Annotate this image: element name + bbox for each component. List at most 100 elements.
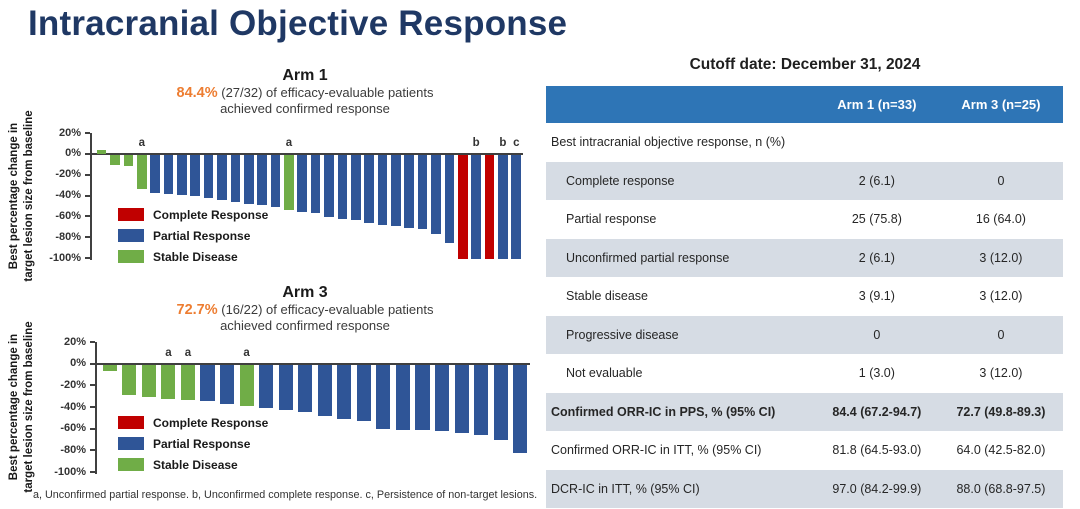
table-cell-arm3: 88.0 (68.8-97.5) (956, 481, 1046, 496)
table-cell-label: Complete response (566, 173, 675, 188)
y-axis-tickmark (90, 362, 95, 365)
y-axis-tick-label: -100% (54, 465, 86, 478)
table-header-arm3: Arm 3 (n=25) (961, 97, 1041, 112)
waterfall-bar-sd (141, 364, 156, 398)
waterfall-bar-pr (337, 154, 348, 220)
table-cell-arm1: 2 (6.1) (858, 250, 895, 265)
response-rate-highlight: 84.4% (176, 85, 218, 101)
chart-subtitle-line1: 72.7% (16/22) of efficacy-evaluable pati… (70, 302, 540, 318)
y-axis-tickmark (85, 236, 90, 239)
bar-note-label: c (513, 136, 520, 149)
legend-item: Stable Disease (118, 246, 268, 267)
legend-label: Stable Disease (153, 457, 238, 472)
y-axis-tick-label: -60% (55, 209, 81, 222)
page-title: Intracranial Objective Response (28, 4, 568, 43)
legend-item: Partial Response (118, 433, 268, 454)
waterfall-bar-cr (484, 154, 495, 259)
waterfall-bar-pr (270, 154, 281, 207)
waterfall-bar-sd (110, 154, 120, 166)
table-cell-arm1: 0 (873, 327, 881, 342)
waterfall-bar-pr (150, 154, 160, 194)
y-axis-tickmark (90, 341, 95, 343)
table-cell-arm1: 84.4 (67.2-94.7) (832, 404, 922, 419)
table-cell-arm1: 3 (9.1) (858, 289, 895, 304)
y-axis-tickmark (85, 215, 90, 218)
bar-note-label: b (472, 136, 480, 149)
table-row: Confirmed ORR-IC in ITT, % (95% CI)81.8 … (546, 431, 1063, 470)
legend-item: Stable Disease (118, 454, 268, 475)
table-row: Confirmed ORR-IC in PPS, % (95% CI) 84.4 … (546, 392, 1063, 431)
waterfall-bar-pr (404, 154, 415, 228)
legend-swatch-sd (118, 458, 144, 471)
table-row: DCR-IC in ITT, % (95% CI)97.0 (84.2-99.9… (546, 469, 1063, 508)
y-axis-line (95, 342, 97, 474)
waterfall-bar-pr (278, 364, 293, 411)
table-cell-label: Confirmed ORR-IC in PPS, % (95% CI) (551, 404, 776, 419)
y-axis-tickmark (85, 257, 90, 259)
waterfall-bar-cr (457, 154, 468, 259)
bar-note-label: a (165, 346, 172, 359)
table-header-row: Arm 1 (n=33)Arm 3 (n=25) (546, 86, 1063, 123)
waterfall-bar-pr (200, 364, 215, 402)
table-cell-arm3: 72.7 (49.8-89.3) (956, 404, 1046, 419)
waterfall-bar-sd (180, 364, 195, 401)
y-axis-tickmark (90, 427, 95, 430)
legend-label: Partial Response (153, 436, 251, 451)
y-axis-tick-label: -80% (60, 443, 86, 456)
legend-label: Complete Response (153, 207, 269, 222)
waterfall-bar-pr (454, 364, 469, 433)
waterfall-bar-pr (356, 364, 371, 421)
chart-subtitle-rest: (16/22) of efficacy-evaluable patients (217, 302, 434, 317)
table-cell-label: DCR-IC in ITT, % (95% CI) (551, 481, 700, 496)
legend-swatch-pr (118, 229, 144, 242)
legend-item: Complete Response (118, 412, 268, 433)
waterfall-bar-pr (493, 364, 508, 441)
waterfall-bar-pr (163, 154, 174, 195)
y-axis-tick-label: 20% (63, 335, 86, 348)
waterfall-bar-sd (136, 154, 147, 190)
waterfall-bar-pr (259, 364, 274, 408)
waterfall-bar-pr (417, 154, 428, 229)
zero-baseline (90, 152, 523, 155)
waterfall-bar-pr (395, 364, 410, 430)
table-cell-label: Best intracranial objective response, n … (551, 135, 786, 150)
bar-note-label: a (184, 346, 192, 359)
table-cell-arm1 (815, 123, 939, 162)
waterfall-bar-pr (376, 364, 391, 429)
table-cell-arm3 (939, 123, 1063, 162)
table-cell-label: Stable disease (566, 289, 649, 304)
table-cell-arm1: 1 (3.0) (858, 366, 895, 381)
waterfall-bar-pr (350, 154, 361, 221)
legend-item: Complete Response (118, 204, 268, 225)
waterfall-bar-pr (220, 364, 235, 404)
table-header-empty (546, 86, 815, 123)
legend-swatch-cr (118, 416, 144, 429)
bar-note-label: b (499, 136, 507, 149)
waterfall-bar-pr (298, 364, 313, 413)
response-rate-highlight: 72.7% (176, 302, 218, 318)
waterfall-bar-pr (435, 364, 450, 431)
waterfall-bar-pr (377, 154, 388, 225)
chart-title: Arm 3 (282, 284, 328, 301)
y-axis-tickmark (85, 132, 90, 134)
waterfall-bar-pr (317, 364, 332, 416)
y-axis-tick-label: -60% (60, 422, 86, 435)
y-axis-line (90, 133, 92, 260)
y-axis-tickmark (90, 449, 95, 452)
chart-subtitle-line1: 84.4% (27/32) of efficacy-evaluable pati… (70, 85, 540, 101)
waterfall-bar-pr (511, 154, 522, 259)
y-axis-tickmark (85, 194, 90, 197)
results-table: Arm 1 (n=33)Arm 3 (n=25) Best intracrania… (546, 86, 1063, 508)
waterfall-bar-sd (161, 364, 176, 400)
legend-swatch-pr (118, 437, 144, 450)
waterfall-bar-pr (203, 154, 214, 198)
